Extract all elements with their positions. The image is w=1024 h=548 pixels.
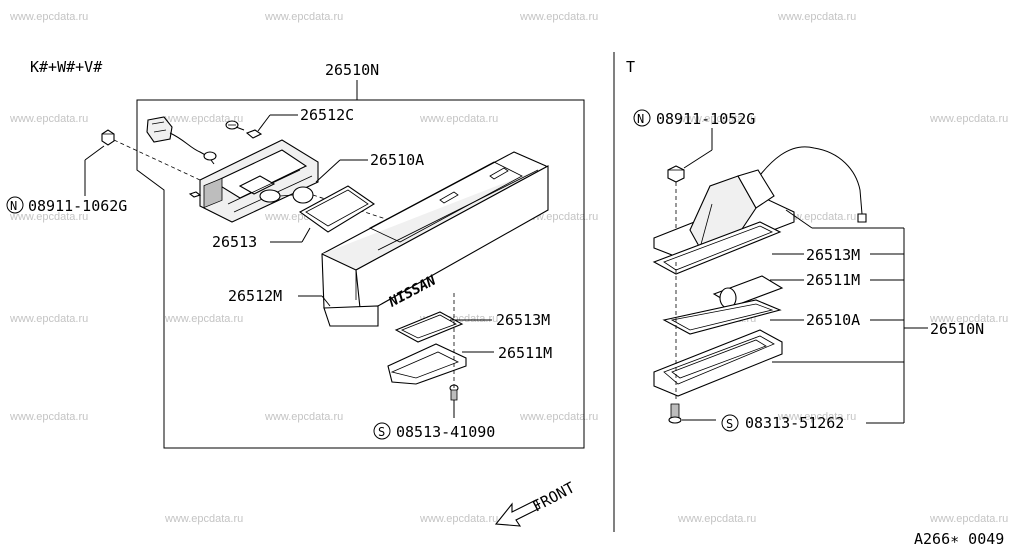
watermark: www.epcdata.ru: [777, 11, 856, 23]
watermark: www.epcdata.ru: [677, 513, 756, 525]
lens-26511M-left: [387, 343, 467, 385]
label-26513: 26513: [212, 233, 257, 251]
watermark: www.epcdata.ru: [9, 313, 88, 325]
front-label: FRONT: [529, 478, 577, 515]
housing-26512M: [321, 151, 549, 327]
nut-08911-1052G: [667, 165, 685, 183]
gasket-26510A-right: [662, 299, 782, 335]
label-26510N-right: 26510N: [930, 320, 984, 338]
label-26512C: 26512C: [300, 106, 354, 124]
watermark: www.epcdata.ru: [9, 113, 88, 125]
nut-symbol-left: N: [10, 199, 17, 213]
label-08313-51262: 08313-51262: [745, 414, 844, 432]
wire-terminal: [857, 213, 867, 223]
lens-housing-right: [653, 329, 783, 397]
connector: [146, 116, 173, 143]
screw-08513-41090: [449, 384, 459, 401]
watermark: www.epcdata.ru: [929, 113, 1008, 125]
watermark-layer: www.epcdata.ru www.epcdata.ru www.epcdat…: [9, 11, 1008, 525]
assembly-bracket: [136, 99, 585, 449]
leader-26510A: [315, 159, 341, 183]
right-panel: T N 08911-1052G 26513M: [626, 58, 984, 432]
right-variant-label: T: [626, 58, 635, 76]
watermark: www.epcdata.ru: [929, 513, 1008, 525]
left-panel: K#+W#+V# 26510N N 08911-1062G: [6, 58, 585, 527]
watermark: www.epcdata.ru: [929, 313, 1008, 325]
leader-26512C: [257, 114, 271, 132]
watermark: www.epcdata.ru: [164, 513, 243, 525]
diagram-code: A266∗ 0049: [914, 530, 1004, 548]
label-08513-41090: 08513-41090: [396, 423, 495, 441]
watermark: www.epcdata.ru: [419, 113, 498, 125]
wire-right: [751, 146, 863, 215]
screw-symbol-circle-left: [373, 422, 391, 440]
nut-symbol-right: N: [637, 112, 644, 126]
watermark: www.epcdata.ru: [164, 313, 243, 325]
lamp-base: [653, 169, 795, 263]
watermark: www.epcdata.ru: [677, 113, 756, 125]
screw-symbol-left: S: [378, 425, 385, 439]
watermark: www.epcdata.ru: [264, 411, 343, 423]
label-08911-1062G: 08911-1062G: [28, 197, 127, 215]
watermark: www.epcdata.ru: [9, 411, 88, 423]
watermark: www.epcdata.ru: [264, 11, 343, 23]
label-26512M: 26512M: [228, 287, 282, 305]
gasket-26513M-right: [652, 221, 782, 275]
label-26510N: 26510N: [325, 61, 379, 79]
left-variant-label: K#+W#+V#: [30, 58, 102, 76]
dash-nut-to-socket: [113, 139, 201, 181]
leader-26510N-top: [785, 209, 813, 229]
nut-shape: [101, 129, 115, 146]
lamp-socket-housing: [188, 139, 319, 223]
label-26510A-right: 26510A: [806, 311, 860, 329]
clip-26512C: [245, 129, 263, 139]
watermark: www.epcdata.ru: [164, 113, 243, 125]
label-26511M-left: 26511M: [498, 344, 552, 362]
watermark: www.epcdata.ru: [519, 11, 598, 23]
gasket-26513M-left: [394, 311, 464, 343]
bulb: [259, 186, 314, 204]
gasket-26513: [298, 185, 376, 233]
label-26511M-right: 26511M: [806, 271, 860, 289]
leader-nut-right-2: [683, 149, 713, 169]
screw-26512C: [225, 120, 245, 131]
nut-symbol-circle: [6, 196, 24, 214]
wire-harness: [146, 116, 217, 165]
leader-26512M-2: [321, 295, 331, 307]
arrow-icon: [494, 499, 541, 527]
leader-nut-left-2: [84, 145, 105, 161]
screw-symbol-right: S: [726, 417, 733, 431]
watermark: www.epcdata.ru: [777, 211, 856, 223]
leader-26513-2: [301, 227, 311, 243]
front-direction-arrow: [494, 499, 541, 527]
screw-symbol-circle-right: [721, 414, 739, 432]
watermark: www.epcdata.ru: [519, 411, 598, 423]
label-26513M-left: 26513M: [496, 311, 550, 329]
watermark: www.epcdata.ru: [9, 11, 88, 23]
label-26510A: 26510A: [370, 151, 424, 169]
nut-08911-1062G: [101, 129, 115, 146]
watermark: www.epcdata.ru: [9, 211, 88, 223]
reflector-26511M-right: [712, 275, 784, 309]
watermark: www.epcdata.ru: [777, 411, 856, 423]
label-26513M-right: 26513M: [806, 246, 860, 264]
watermark: www.epcdata.ru: [419, 513, 498, 525]
screw-08313-51262: [668, 403, 682, 424]
label-08911-1052G: 08911-1052G: [656, 110, 755, 128]
nut-symbol-circle-right: [633, 109, 651, 127]
